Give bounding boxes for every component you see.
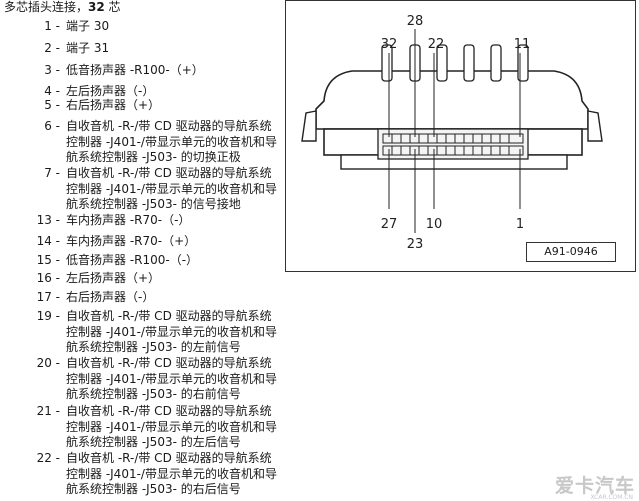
heading-suffix: 芯 <box>104 0 121 14</box>
pin-number: 6 - <box>44 119 60 133</box>
latch-arm <box>490 44 502 82</box>
pin-description: 左后扬声器（-） <box>66 84 155 98</box>
pin-number: 5 - <box>44 98 60 112</box>
pin-number: 3 - <box>44 63 60 77</box>
pin-description: 自收音机 -R-/带 CD 驱动器的导航系统 控制器 -J401-/带显示单元的… <box>66 119 277 164</box>
latch-arm <box>463 44 475 82</box>
pin-number: 16 - <box>36 271 60 285</box>
pin-description: 左后扬声器（+） <box>66 271 161 285</box>
pin-number: 21 - <box>36 404 60 418</box>
pin-description: 右后扬声器（+） <box>66 98 161 112</box>
pin-description: 自收音机 -R-/带 CD 驱动器的导航系统 控制器 -J401-/带显示单元的… <box>66 404 277 449</box>
figure-id: A91-0946 <box>526 242 616 262</box>
connector-label-bottom: 27 <box>381 217 398 232</box>
pin-number: 15 - <box>36 253 60 267</box>
heading-prefix: 多芯插头连接， <box>4 0 89 14</box>
connector-housing <box>315 70 589 130</box>
pin-description: 自收音机 -R-/带 CD 驱动器的导航系统 控制器 -J401-/带显示单元的… <box>66 309 277 354</box>
pin-number: 2 - <box>44 41 60 55</box>
pin-description: 自收音机 -R-/带 CD 驱动器的导航系统 控制器 -J401-/带显示单元的… <box>66 166 277 211</box>
connector-label-top: 11 <box>514 37 531 52</box>
heading-pin-count: 32 <box>88 0 105 14</box>
pin-description: 端子 31 <box>66 41 110 55</box>
housing-ear-left <box>301 110 317 142</box>
watermark-sub: XCAR.COM.CN <box>590 494 633 501</box>
pin-number: 22 - <box>36 451 60 465</box>
section-heading: 多芯插头连接，32 芯 <box>4 0 121 14</box>
connector-diagram: 28 32 22 11 27 10 1 23 A91-0946 <box>285 0 636 272</box>
pin-number: 19 - <box>36 309 60 323</box>
pin-number: 1 - <box>44 19 60 33</box>
pin-number: 7 - <box>44 166 60 180</box>
pin-description: 低音扬声器 -R100-（-） <box>66 253 199 267</box>
pin-description: 自收音机 -R-/带 CD 驱动器的导航系统 控制器 -J401-/带显示单元的… <box>66 451 277 496</box>
pin-description: 车内扬声器 -R70-（-） <box>66 213 191 227</box>
pin-number: 13 - <box>36 213 60 227</box>
latch-arm <box>436 44 448 82</box>
watermark-logo: 爱卡汽车 <box>554 475 635 497</box>
connector-label-bottom: 10 <box>426 217 443 232</box>
pin-number: 4 - <box>44 84 60 98</box>
connector-label-top: 22 <box>428 37 445 52</box>
pin-description: 车内扬声器 -R70-（+） <box>66 234 197 248</box>
leader-lines <box>388 29 521 233</box>
connector-label-bottom: 1 <box>516 217 524 232</box>
pin-description: 低音扬声器 -R100-（+） <box>66 63 204 77</box>
connector-label-bottom: 23 <box>407 237 424 252</box>
pin-number: 17 - <box>36 290 60 304</box>
connector-label-top: 28 <box>407 14 424 29</box>
connector-drawing: 28 32 22 11 27 10 1 23 <box>301 14 603 252</box>
pin-description: 右后扬声器（-） <box>66 290 155 304</box>
pin-number: 20 - <box>36 356 60 370</box>
housing-ear-right <box>587 110 603 142</box>
pin-number: 14 - <box>36 234 60 248</box>
pin-slots <box>382 133 524 156</box>
pin-description: 自收音机 -R-/带 CD 驱动器的导航系统 控制器 -J401-/带显示单元的… <box>66 356 277 401</box>
pin-description: 端子 30 <box>66 19 110 33</box>
connector-label-top: 32 <box>381 37 398 52</box>
